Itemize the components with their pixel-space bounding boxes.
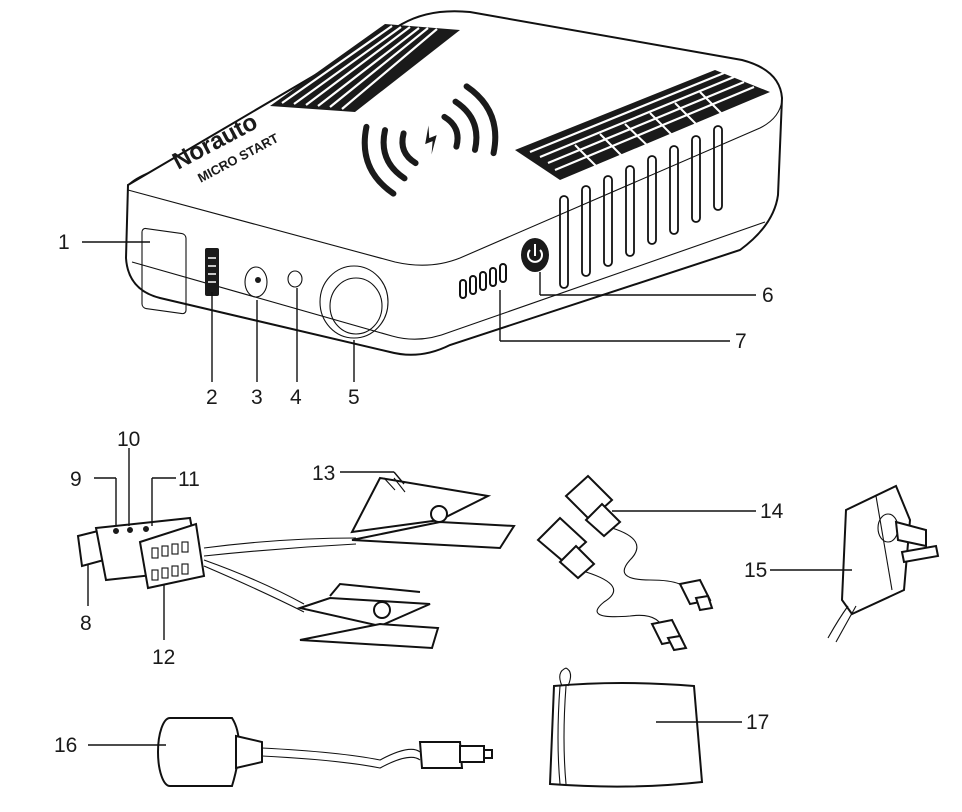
label-4: 4 (290, 386, 302, 409)
callout-numbers: 1 2 3 4 5 6 7 8 9 10 11 12 13 14 15 16 1… (54, 231, 784, 757)
label-7: 7 (735, 330, 747, 353)
flashlight-lens (319, 265, 389, 339)
label-3: 3 (251, 386, 263, 409)
side-vents (559, 125, 723, 289)
label-17: 17 (746, 711, 769, 734)
battery-level-leds (459, 263, 507, 299)
label-6: 6 (762, 284, 774, 307)
label-12: 12 (152, 646, 175, 669)
car-socket-adapter (157, 717, 493, 787)
wall-charger (827, 484, 940, 643)
label-8: 8 (80, 612, 92, 635)
storage-pouch (548, 667, 704, 788)
label-9: 9 (70, 468, 82, 491)
label-10: 10 (117, 428, 140, 451)
jump-starter-unit: Norauto MICRO START (124, 10, 784, 356)
label-2: 2 (206, 386, 218, 409)
power-button[interactable] (521, 238, 549, 272)
label-11: 11 (178, 468, 200, 491)
usb-cables (536, 474, 714, 652)
label-15: 15 (744, 559, 767, 582)
label-14: 14 (760, 500, 784, 523)
top-vent-right (515, 70, 770, 180)
light-led (287, 270, 303, 288)
label-5: 5 (348, 386, 360, 409)
label-1: 1 (58, 231, 70, 254)
dc-input-port (244, 266, 268, 298)
usb-port (205, 248, 219, 296)
wireless-charging-icon (361, 83, 499, 197)
callout-lines (82, 241, 852, 746)
label-13: 13 (312, 462, 335, 485)
top-vent-left (270, 24, 460, 112)
label-16: 16 (54, 734, 77, 757)
eps-port-cover (141, 227, 187, 315)
smart-clamp-cable (76, 476, 516, 650)
